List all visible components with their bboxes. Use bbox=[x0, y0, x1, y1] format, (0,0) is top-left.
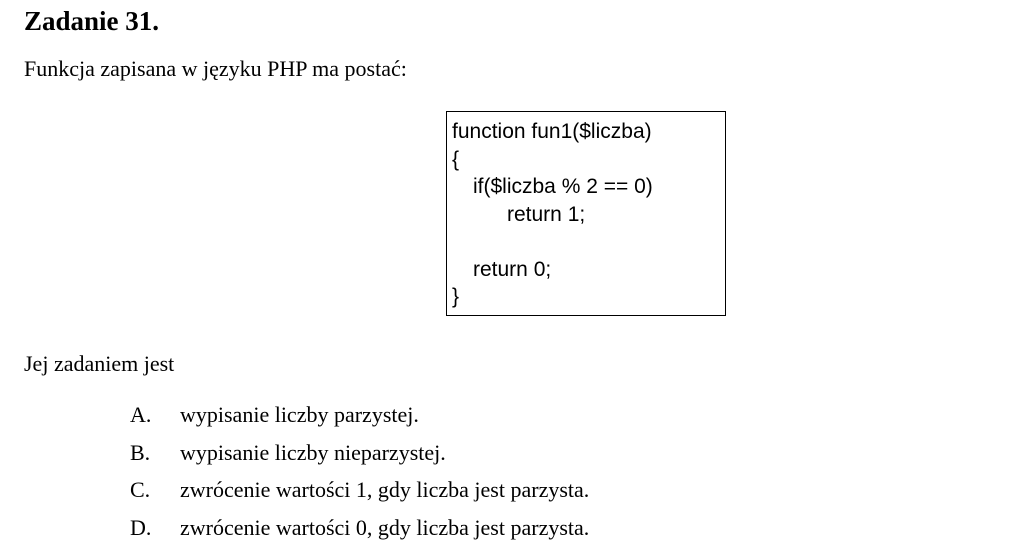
answer-option-b: B. wypisanie liczby nieparzystej. bbox=[130, 440, 589, 478]
option-text: wypisanie liczby nieparzystej. bbox=[180, 439, 446, 465]
answer-option-a: A. wypisanie liczby parzystej. bbox=[130, 402, 589, 440]
option-letter: D. bbox=[130, 514, 152, 540]
task-title: Zadanie 31. bbox=[24, 6, 160, 36]
code-line: return 1; bbox=[507, 202, 586, 226]
option-letter: C. bbox=[130, 477, 151, 502]
code-line-blank bbox=[452, 228, 725, 256]
code-line: { bbox=[452, 147, 460, 171]
answer-options: A. wypisanie liczby parzystej. B. wypisa… bbox=[130, 402, 589, 552]
option-text: zwrócenie wartości 0, gdy liczba jest pa… bbox=[180, 514, 590, 540]
task-intro: Funkcja zapisana w języku PHP ma postać: bbox=[24, 56, 407, 81]
code-line: if($liczba % 2 == 0) bbox=[473, 175, 653, 198]
option-text: wypisanie liczby parzystej. bbox=[180, 402, 419, 427]
code-line: function fun1($liczba) bbox=[452, 120, 652, 143]
option-text: zwrócenie wartości 1, gdy liczba jest pa… bbox=[180, 477, 590, 502]
option-letter: B. bbox=[130, 439, 151, 465]
code-box: function fun1($liczba) { if($liczba % 2 … bbox=[446, 111, 726, 316]
answer-option-d: D. zwrócenie wartości 0, gdy liczba jest… bbox=[130, 515, 589, 553]
question-text: Jej zadaniem jest bbox=[24, 351, 175, 376]
option-letter: A. bbox=[130, 402, 152, 427]
code-line: return 0; bbox=[473, 257, 552, 281]
code-line: } bbox=[452, 285, 460, 308]
answer-option-c: C. zwrócenie wartości 1, gdy liczba jest… bbox=[130, 477, 589, 515]
